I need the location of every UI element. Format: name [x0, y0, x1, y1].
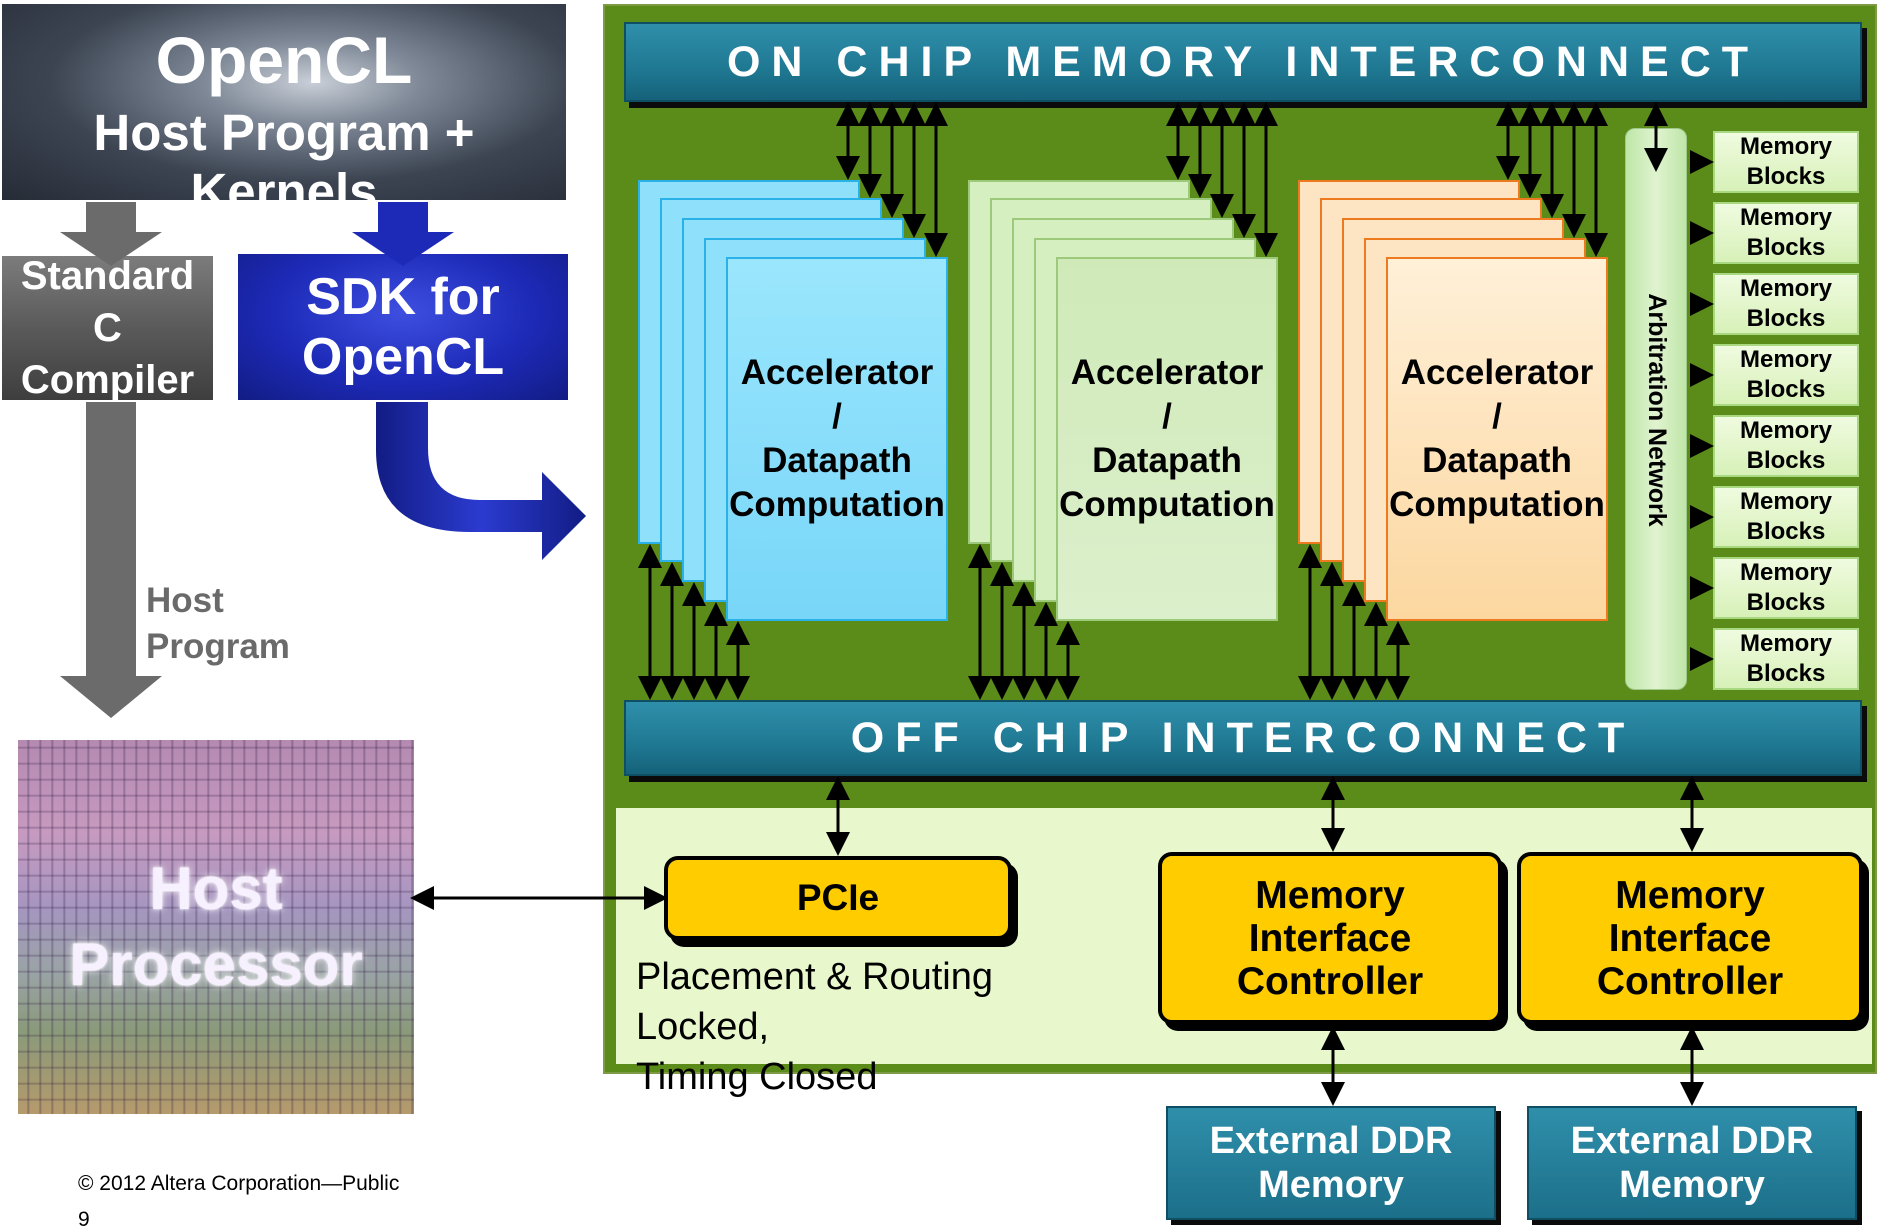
ddr-line1: External DDR: [1570, 1120, 1814, 1162]
memory-block-line2: Blocks: [1746, 660, 1826, 687]
opencl-header-box: OpenCL Host Program + Kernels: [2, 4, 566, 220]
mic-line2: Interface: [1248, 916, 1412, 960]
memory-block-line2: Blocks: [1746, 589, 1826, 616]
memory-block: Memory Blocks: [1713, 202, 1859, 264]
sdk-line2: OpenCL: [301, 328, 505, 386]
memory-block-line2: Blocks: [1746, 163, 1826, 190]
accelerator-line3: Datapath: [1422, 441, 1572, 480]
mic-line1: Memory: [1615, 873, 1765, 917]
off-chip-interconnect: Off Chip Interconnect: [624, 700, 1862, 776]
accelerator-line1: Accelerator: [1400, 353, 1594, 392]
memory-block-line1: Memory: [1739, 275, 1833, 302]
mic-line1: Memory: [1255, 873, 1405, 917]
memory-block-line2: Blocks: [1746, 305, 1826, 332]
placement-line1: Placement & Routing Locked,: [636, 956, 993, 1048]
memory-block: Memory Blocks: [1713, 344, 1859, 406]
host-processor-line1: Host: [149, 855, 283, 922]
memory-block-line1: Memory: [1739, 133, 1833, 160]
accelerator-card-front: Accelerator / Datapath Computation: [726, 257, 948, 621]
ddr-line2: Memory: [1258, 1164, 1404, 1206]
mic-line3: Controller: [1596, 959, 1784, 1003]
mic-line2: Interface: [1608, 916, 1772, 960]
memory-block: Memory Blocks: [1713, 273, 1859, 335]
flow-arrow-to-sdk: [352, 202, 454, 266]
mic-line3: Controller: [1236, 959, 1424, 1003]
flow-arrow-to-fpga: [376, 402, 586, 560]
sdk-for-opencl-box: SDK for OpenCL: [238, 254, 568, 400]
bus-arrows: [638, 102, 1714, 1106]
accelerator-card-front: Accelerator / Datapath Computation: [1056, 257, 1278, 621]
accelerator-line4: Computation: [729, 485, 945, 524]
host-processor-line2: Processor: [69, 931, 363, 998]
placement-routing-note: Placement & Routing Locked, Timing Close…: [636, 952, 1136, 1098]
host-program-label: Host Program: [146, 578, 290, 678]
memory-block-line1: Memory: [1739, 559, 1833, 586]
memory-block-line2: Blocks: [1746, 518, 1826, 545]
accelerator-line3: Datapath: [1092, 441, 1242, 480]
opencl-title: OpenCL: [155, 23, 413, 97]
memory-block: Memory Blocks: [1713, 557, 1859, 619]
memory-block: Memory Blocks: [1713, 131, 1859, 193]
sdk-line1: SDK for: [306, 268, 500, 326]
arbitration-network: Arbitration Network: [1625, 128, 1687, 690]
accelerator-line1: Accelerator: [1070, 353, 1264, 392]
accelerator-line2: /: [832, 397, 842, 436]
flow-arrow-to-host: [60, 402, 162, 718]
flow-arrow-to-compiler: [60, 202, 162, 266]
memory-interface-controller: Memory Interface Controller: [1517, 852, 1863, 1024]
ddr-line2: Memory: [1619, 1164, 1765, 1206]
memory-block-line2: Blocks: [1746, 376, 1826, 403]
memory-block-line1: Memory: [1739, 488, 1833, 515]
memory-interface-controller: Memory Interface Controller: [1158, 852, 1502, 1024]
memory-block: Memory Blocks: [1713, 628, 1859, 690]
accelerator-line3: Datapath: [762, 441, 912, 480]
memory-block-line1: Memory: [1739, 204, 1833, 231]
accelerator-card-front: Accelerator / Datapath Computation: [1386, 257, 1608, 621]
memory-block: Memory Blocks: [1713, 415, 1859, 477]
accelerator-line4: Computation: [1059, 485, 1275, 524]
on-chip-memory-interconnect: On Chip Memory Interconnect: [624, 22, 1862, 102]
host-program-line2: Program: [146, 627, 290, 666]
host-program-line1: Host: [146, 581, 224, 620]
accelerator-line4: Computation: [1389, 485, 1605, 524]
external-ddr-memory: External DDR Memory: [1527, 1106, 1857, 1220]
external-ddr-memory: External DDR Memory: [1166, 1106, 1496, 1220]
ddr-line1: External DDR: [1209, 1120, 1453, 1162]
accelerator-line2: /: [1492, 397, 1502, 436]
memory-block-line1: Memory: [1739, 346, 1833, 373]
memory-block-line1: Memory: [1739, 630, 1833, 657]
host-processor-die-image: Host Processor: [18, 740, 414, 1114]
standard-c-line2: Compiler: [20, 358, 195, 402]
memory-block-line2: Blocks: [1746, 234, 1826, 261]
memory-block-line1: Memory: [1739, 417, 1833, 444]
accelerator-line2: /: [1162, 397, 1172, 436]
memory-block-line2: Blocks: [1746, 447, 1826, 474]
standard-c-compiler-box: Standard C Compiler: [2, 254, 213, 402]
page-number: 9: [78, 1208, 90, 1228]
memory-block: Memory Blocks: [1713, 486, 1859, 548]
copyright-text: © 2012 Altera Corporation—Public: [78, 1172, 400, 1195]
placement-line2: Timing Closed: [636, 1056, 878, 1098]
accelerator-line1: Accelerator: [740, 353, 934, 392]
